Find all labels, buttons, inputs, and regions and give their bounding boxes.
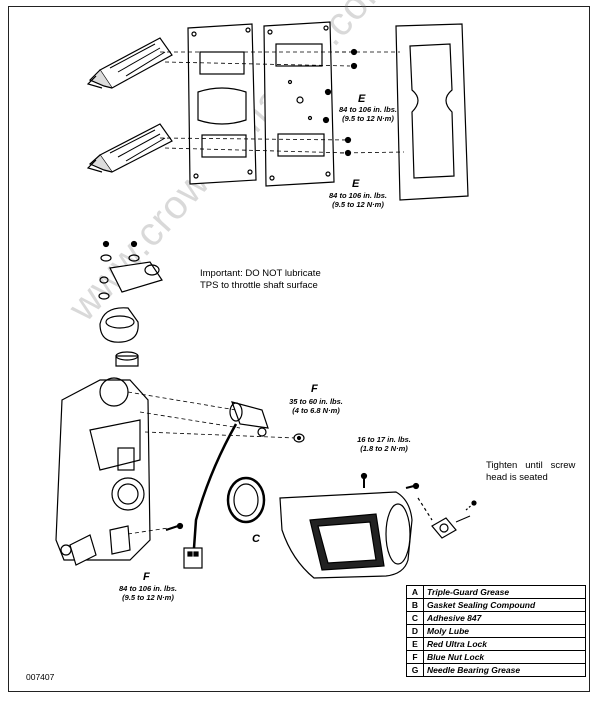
silencer-cover [279,491,413,579]
torque-screw: 16 to 17 in. lbs. (1.8 to 2 N·m) [334,435,434,453]
fitting [417,497,477,539]
label-f-base: F [143,571,150,583]
torque-f-tps: 35 to 60 in. lbs. (4 to 6.8 N·m) [266,397,366,415]
legend-key: D [406,624,424,638]
legend-value: Red Ultra Lock [423,637,586,651]
torque-e-upper: 84 to 106 in. lbs. (9.5 to 12 N·m) [318,105,418,123]
torque-e-lower-line-1: 84 to 106 in. lbs. [329,191,387,200]
label-f-tps: F [311,383,318,395]
figure-number: 007407 [26,672,55,682]
reed-screws [322,48,358,157]
torque-e-upper-line-1: 84 to 106 in. lbs. [339,105,397,114]
torque-f-base-line-1: 84 to 106 in. lbs. [119,584,177,593]
adapter-plate [263,21,335,187]
torque-f-tps-line-2: (4 to 6.8 N·m) [292,406,340,415]
torque-e-lower: 84 to 106 in. lbs. (9.5 to 12 N·m) [308,191,408,209]
lubrication-note: Important: DO NOT lubricate TPS to throt… [200,268,321,292]
silencer-screws [360,472,420,490]
legend-key: G [406,663,424,677]
reed-plate-gasket [187,23,257,185]
torque-f-base: 84 to 106 in. lbs. (9.5 to 12 N·m) [98,584,198,602]
throttle-body [55,377,151,566]
legend-key: A [406,585,424,599]
label-e-lower: E [352,178,360,190]
tps-screw [293,433,305,443]
torque-f-tps-line-1: 35 to 60 in. lbs. [289,397,343,406]
torque-f-base-line-2: (9.5 to 12 N·m) [122,593,174,602]
tighten-note-line-2: head is seated [486,472,548,483]
reed-block-lower [86,123,173,173]
legend-key: B [406,598,424,612]
tps-stack [98,240,163,367]
tps-sensor [183,401,269,569]
label-e-upper: E [358,93,366,105]
tighten-note: Tighten until screw head is seated [486,460,586,484]
legend-value: Blue Nut Lock [423,650,586,664]
legend-value: Triple-Guard Grease [423,585,586,599]
legend-key: C [406,611,424,625]
legend-value: Gasket Sealing Compound [423,598,586,612]
legend-value: Needle Bearing Grease [423,663,586,677]
torque-e-upper-line-2: (9.5 to 12 N·m) [342,114,394,123]
diagram-frame [8,6,590,692]
legend-value: Adhesive 847 [423,611,586,625]
outer-gasket [395,23,469,201]
legend-key: F [406,650,424,664]
lubrication-note-line-1: Important: DO NOT lubricate [200,268,321,279]
torque-screw-line-1: 16 to 17 in. lbs. [357,435,411,444]
torque-e-lower-line-2: (9.5 to 12 N·m) [332,200,384,209]
legend-key: E [406,637,424,651]
tighten-note-line-1: Tighten until screw [486,460,576,471]
reed-block-upper [86,37,173,89]
torque-screw-line-2: (1.8 to 2 N·m) [360,444,408,453]
base-screw [165,522,184,531]
lubrication-note-line-2: TPS to throttle shaft surface [200,280,318,291]
label-c: C [252,533,260,545]
o-ring-c [226,476,266,524]
legend-value: Moly Lube [423,624,586,638]
